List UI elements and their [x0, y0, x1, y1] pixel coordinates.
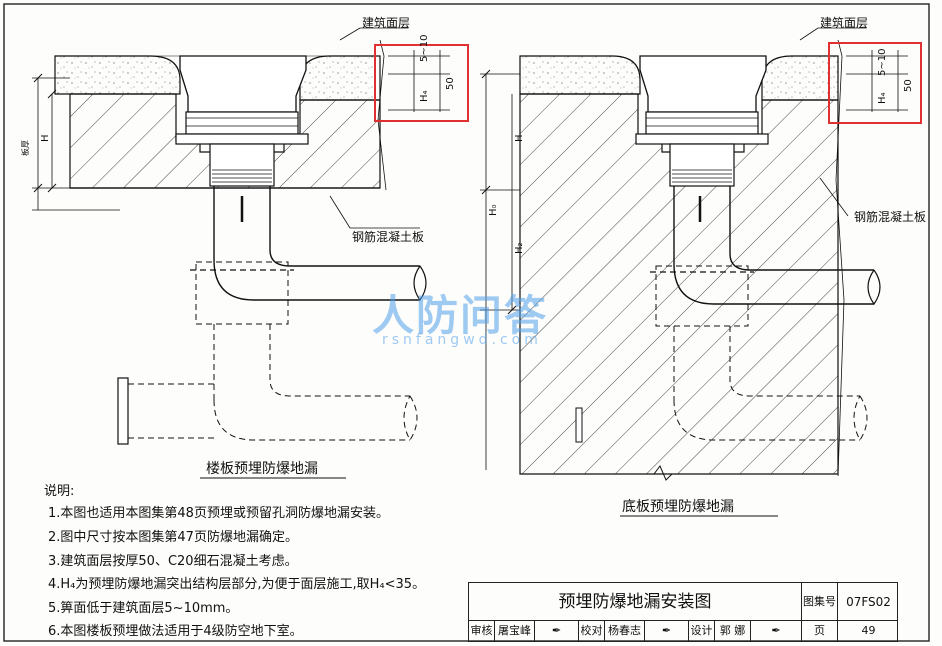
page-label: 页: [802, 621, 838, 641]
note-item: 4.H₄为预埋防爆地漏突出结构层部分,为便于面层施工,取H₄<35。: [48, 577, 426, 592]
right-dim-5-10: 5~10: [877, 48, 888, 76]
left-surface-layer-right: [299, 55, 381, 101]
left-dim-h: H: [40, 134, 51, 142]
review-label: 审核: [469, 621, 495, 641]
note-item: 5.箅面低于建筑面层5~10mm。: [48, 601, 239, 616]
watermark-url: rsnfangwd.com: [382, 332, 542, 348]
left-dim-5-10: 5~10: [419, 34, 430, 62]
left-surface-layer-label: 建筑面层: [362, 16, 411, 30]
note-item: 2.图中尺寸按本图集第47页防爆地漏确定。: [48, 530, 298, 545]
check-label: 校对: [579, 621, 605, 641]
right-surface-layer-label: 建筑面层: [820, 16, 869, 30]
right-dim-h4: H₄: [877, 92, 888, 104]
right-dim-h0: H₀: [488, 204, 499, 216]
left-caption: 楼板预埋防爆地漏: [206, 461, 318, 477]
right-drain-body: [639, 55, 767, 113]
right-surface-layer-left: [519, 55, 641, 95]
left-dim-thickness: 板厚: [21, 140, 30, 156]
note-item: 3.建筑面层按厚50、C20细石混凝土考虑。: [48, 554, 298, 569]
note-item: 6.本图楼板预埋做法适用于4级防空地下室。: [48, 624, 303, 639]
right-dim-50: 50: [903, 79, 914, 92]
review-name: 屠宝峰: [495, 621, 535, 641]
left-drain-flange: [175, 133, 309, 145]
design-label: 设计: [689, 621, 715, 641]
atlas-number: 07FS02: [846, 595, 891, 609]
left-drain-body: [179, 55, 307, 113]
right-slab-label: 钢筋混凝土板: [854, 210, 927, 224]
check-name: 杨春志: [605, 621, 645, 641]
atlas-number-label: 图集号: [802, 583, 838, 621]
review-signature: ✒: [535, 621, 579, 641]
left-dim-h4: H₄: [419, 90, 430, 102]
left-section-view: [32, 27, 450, 479]
left-drain-pipe: [213, 186, 420, 301]
left-dim-50: 50: [445, 77, 456, 90]
note-item: 1.本图也适用本图集第48页预埋或预留孔洞防爆地漏安装。: [48, 506, 389, 521]
left-slab-label: 钢筋混凝土板: [352, 230, 425, 244]
right-sleeve: [655, 265, 749, 327]
right-surface-layer-right: [761, 55, 839, 101]
left-dimension-highlight-box: [374, 44, 469, 122]
drawing-title: 预埋防爆地漏安装图: [469, 583, 802, 621]
left-sleeve: [195, 261, 289, 325]
check-signature: ✒: [645, 621, 689, 641]
notes-title: 说明:: [44, 484, 75, 499]
page-number: 49: [861, 624, 876, 637]
right-drain-pipe: [673, 186, 874, 305]
right-dimension-highlight-box: [828, 42, 922, 124]
design-signature: ✒: [751, 621, 802, 641]
left-surface-layer-left: [54, 55, 181, 95]
right-caption: 底板预埋防爆地漏: [622, 499, 734, 515]
right-dim-h: H: [514, 134, 525, 142]
title-block: 预埋防爆地漏安装图 图集号 07FS02 审核 屠宝峰 ✒ 校对 杨春志 ✒ 设…: [468, 582, 898, 642]
right-section-view: [480, 27, 908, 517]
right-dim-h2: H₂: [514, 242, 525, 254]
watermark-title: 人防问答: [372, 291, 549, 340]
right-drain-flange: [635, 133, 769, 145]
sheet-border: [3, 3, 930, 642]
design-name: 郭 娜: [715, 621, 751, 641]
